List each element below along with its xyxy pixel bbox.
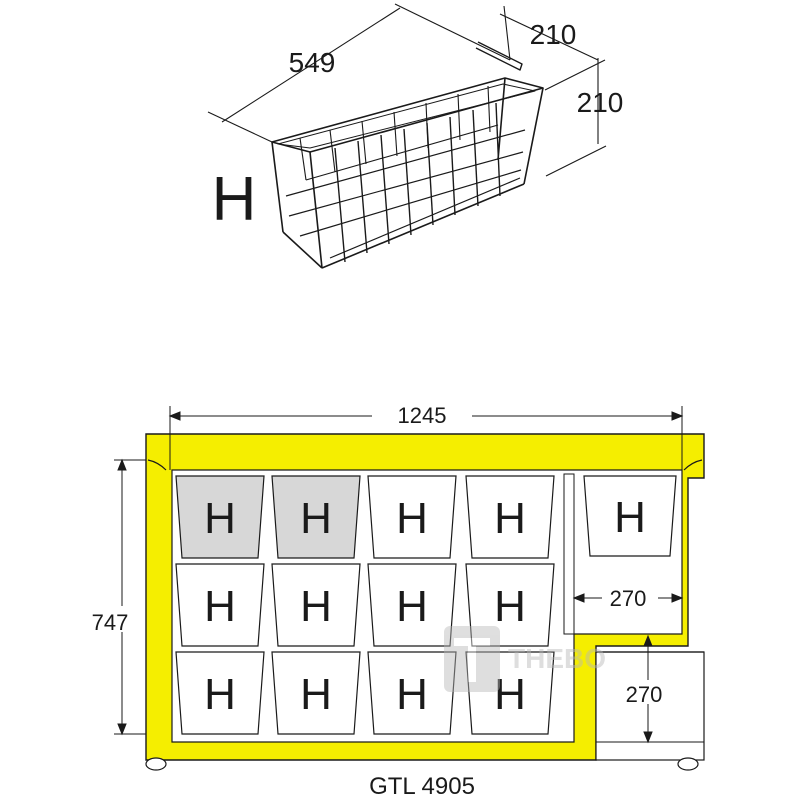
basket-r1-c1: H	[175, 475, 265, 559]
basket-outline	[465, 651, 555, 735]
basket-letter-label: H	[396, 582, 428, 631]
basket-letter-label: H	[614, 493, 646, 542]
basket-r3-c1: H	[175, 651, 265, 735]
basket-outline	[271, 651, 361, 735]
basket-outline	[367, 475, 457, 559]
basket-height-label: 210	[577, 87, 624, 118]
basket-outline	[175, 563, 265, 647]
step-height-label: 270	[626, 682, 663, 707]
basket-letter-label: H	[300, 494, 332, 543]
basket-letter-label: H	[204, 494, 236, 543]
basket-r1-c4: H	[465, 475, 555, 559]
basket-dimension-lines	[207, 3, 607, 177]
basket-letter: H	[212, 165, 257, 234]
watermark-logo	[444, 626, 500, 692]
basket-outline	[175, 475, 265, 559]
basket-outline	[367, 651, 457, 735]
basket-r2-c3: H	[367, 563, 457, 647]
basket-letter-label: H	[494, 670, 526, 719]
freezer-foot-right	[677, 757, 699, 771]
basket-r3-c4: H	[465, 651, 555, 735]
basket-outline	[271, 563, 361, 647]
step-width-label: 270	[610, 586, 647, 611]
watermark: THEBO	[444, 626, 606, 692]
model-label: GTL 4905	[369, 773, 475, 800]
basket-letter-label: H	[494, 494, 526, 543]
basket-outline	[465, 475, 555, 559]
basket-letter-label: H	[204, 670, 236, 719]
basket-letter-label: H	[494, 582, 526, 631]
basket-outline	[271, 475, 361, 559]
freezer-foot-left	[145, 757, 167, 771]
basket-right-compartment: H	[583, 475, 677, 557]
basket-r3-c3: H	[367, 651, 457, 735]
freezer-height-label: 747	[92, 610, 129, 635]
basket-outline	[465, 563, 555, 647]
basket-width-label: 210	[530, 19, 577, 50]
basket-letter-label: H	[396, 670, 428, 719]
basket-r2-c4: H	[465, 563, 555, 647]
basket-r3-c2: H	[271, 651, 361, 735]
freezer-divider	[563, 473, 575, 635]
freezer-width-label: 1245	[398, 403, 447, 428]
basket-outline	[583, 475, 677, 557]
basket-drawing	[271, 41, 544, 269]
basket-letter-label: H	[396, 494, 428, 543]
basket-r2-c2: H	[271, 563, 361, 647]
basket-outline	[367, 563, 457, 647]
basket-letter-label: H	[300, 582, 332, 631]
watermark-text: THEBO	[508, 643, 606, 674]
basket-r1-c2: H	[271, 475, 361, 559]
basket-length-label: 549	[289, 47, 336, 78]
basket-r1-c3: H	[367, 475, 457, 559]
basket-letter-label: H	[204, 582, 236, 631]
basket-r2-c1: H	[175, 563, 265, 647]
basket-outline	[175, 651, 265, 735]
basket-letter-label: H	[300, 670, 332, 719]
